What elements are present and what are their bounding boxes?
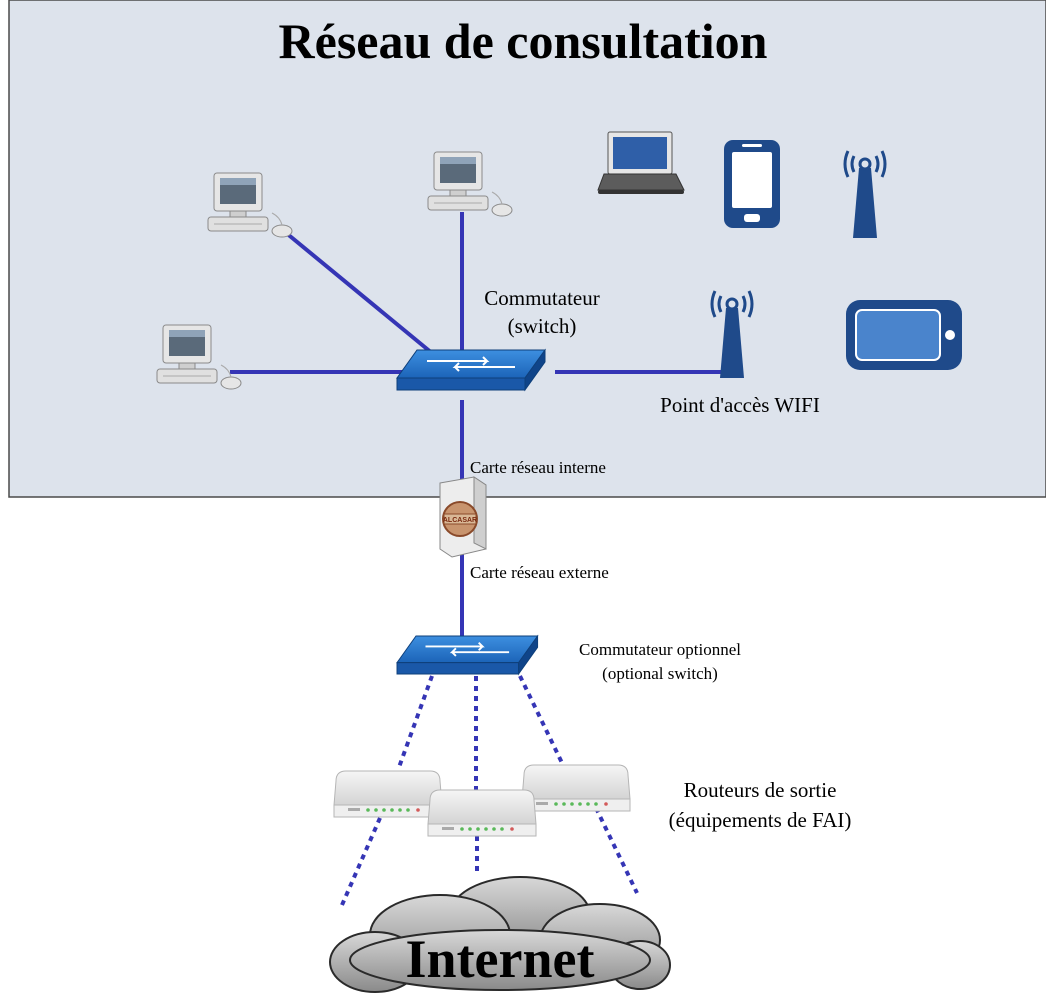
page-title: Réseau de consultation [278,13,768,69]
alcasar-badge: ALCASAR [443,517,477,524]
laptop-icon [597,131,685,194]
network-links [230,212,722,640]
consultation-network-panel [8,0,1046,498]
internal-nic-label: Carte réseau interne [470,458,606,477]
router-icon [427,789,537,837]
network-switch-icon [396,349,546,391]
wifi-ap-label: Point d'accès WIFI [660,393,820,417]
smartphone-icon [724,140,780,228]
routers-label-line1: Routeurs de sortie [683,778,837,802]
cloud-icon [329,876,671,993]
optional-switch-label-line1: Commutateur optionnel [579,640,741,659]
tablet-icon [846,300,962,370]
switch-label-line1: Commutateur [484,286,600,310]
optional-switch-label-line2: (optional switch) [602,664,718,683]
router-icon [333,770,443,818]
routers-label-line2: (équipements de FAI) [668,808,852,832]
server-icon: ALCASAR [439,476,487,558]
optional-switch-icon [396,635,539,675]
external-nic-label: Carte réseau externe [470,563,609,582]
internet-label: Internet [405,929,595,989]
dotted-links [340,675,639,906]
switch-label-line2: (switch) [507,314,577,338]
router-icon [521,764,631,812]
